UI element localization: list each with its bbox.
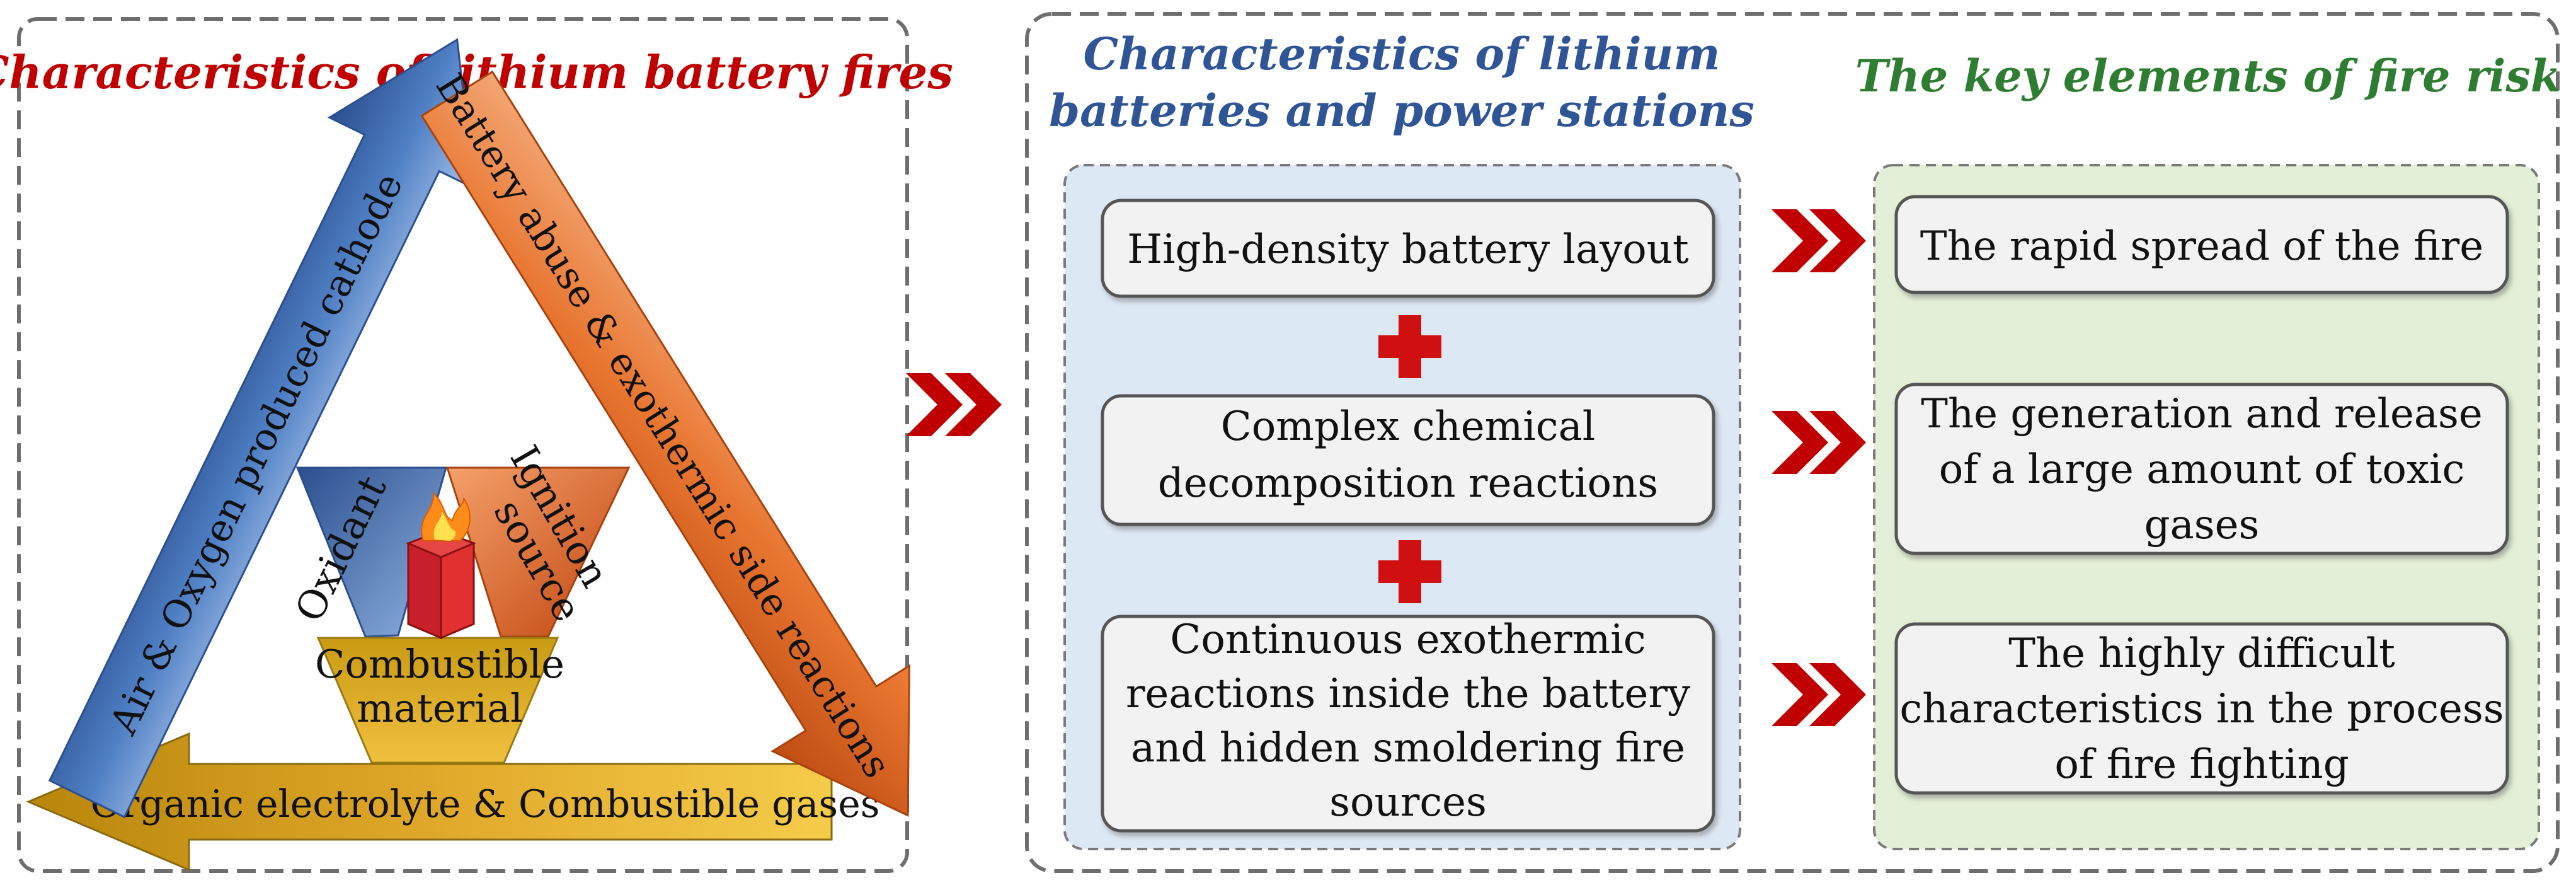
right-box-1-text: The rapid spread of the fire bbox=[1920, 223, 2483, 270]
bottom-arrow: Organic electrolyte & Combustible gases bbox=[26, 732, 880, 872]
middle-box-1: High-density battery layout bbox=[1101, 199, 1715, 298]
chevron-arrow-icon bbox=[1772, 411, 1866, 474]
chevron-arrow-icon bbox=[1772, 209, 1866, 272]
middle-title-line1: Characteristics of lithium bbox=[1083, 28, 1720, 80]
combustible-segment bbox=[316, 637, 559, 764]
plus-icon bbox=[1378, 315, 1441, 378]
middle-box-2-line1: Complex chemical bbox=[1221, 403, 1596, 450]
middle-box-3-line3: and hidden smoldering fire bbox=[1131, 725, 1685, 772]
right-box-2: The generation and release of a large am… bbox=[1894, 383, 2509, 555]
bottom-arrow-label: Organic electrolyte & Combustible gases bbox=[90, 782, 879, 826]
right-box-2-line3: gases bbox=[2144, 502, 2260, 548]
chevron-arrow-icon bbox=[906, 373, 1002, 436]
middle-box-3: Continuous exothermic reactions inside t… bbox=[1101, 615, 1715, 833]
right-panel-frame bbox=[1025, 12, 2560, 873]
right-box-1: The rapid spread of the fire bbox=[1894, 195, 2509, 294]
right-box-3-line2: characteristics in the process bbox=[1899, 686, 2504, 732]
middle-box-3-line2: reactions inside the battery bbox=[1126, 671, 1690, 717]
combustible-label-line2: material bbox=[357, 685, 523, 731]
middle-box-3-line1: Continuous exothermic bbox=[1170, 616, 1646, 663]
burning-battery-icon bbox=[405, 491, 477, 640]
right-title: The key elements of fire risk bbox=[1855, 50, 2561, 102]
chevron-arrow-icon bbox=[1772, 663, 1866, 726]
right-box-3: The highly difficult characteristics in … bbox=[1894, 622, 2509, 795]
fire-triangle: Oxidant Ignition source Combustible mate… bbox=[286, 437, 631, 764]
right-box-2-line2: of a large amount of toxic bbox=[1939, 446, 2465, 493]
middle-box-3-line4: sources bbox=[1329, 779, 1487, 826]
ignition-segment bbox=[445, 466, 631, 638]
middle-box-2: Complex chemical decomposition reactions bbox=[1101, 394, 1715, 526]
combustible-label-line1: Combustible bbox=[315, 641, 564, 687]
right-box-2-line1: The generation and release bbox=[1921, 391, 2482, 437]
middle-title-line2: batteries and power stations bbox=[1049, 84, 1755, 137]
middle-box-2-line2: decomposition reactions bbox=[1158, 460, 1658, 507]
right-box-3-line3: of fire fighting bbox=[2054, 741, 2349, 788]
left-panel-frame bbox=[17, 17, 909, 873]
middle-box-1-text: High-density battery layout bbox=[1127, 226, 1689, 273]
plus-icon bbox=[1378, 540, 1441, 603]
right-box-3-line1: The highly difficult bbox=[2008, 630, 2395, 677]
